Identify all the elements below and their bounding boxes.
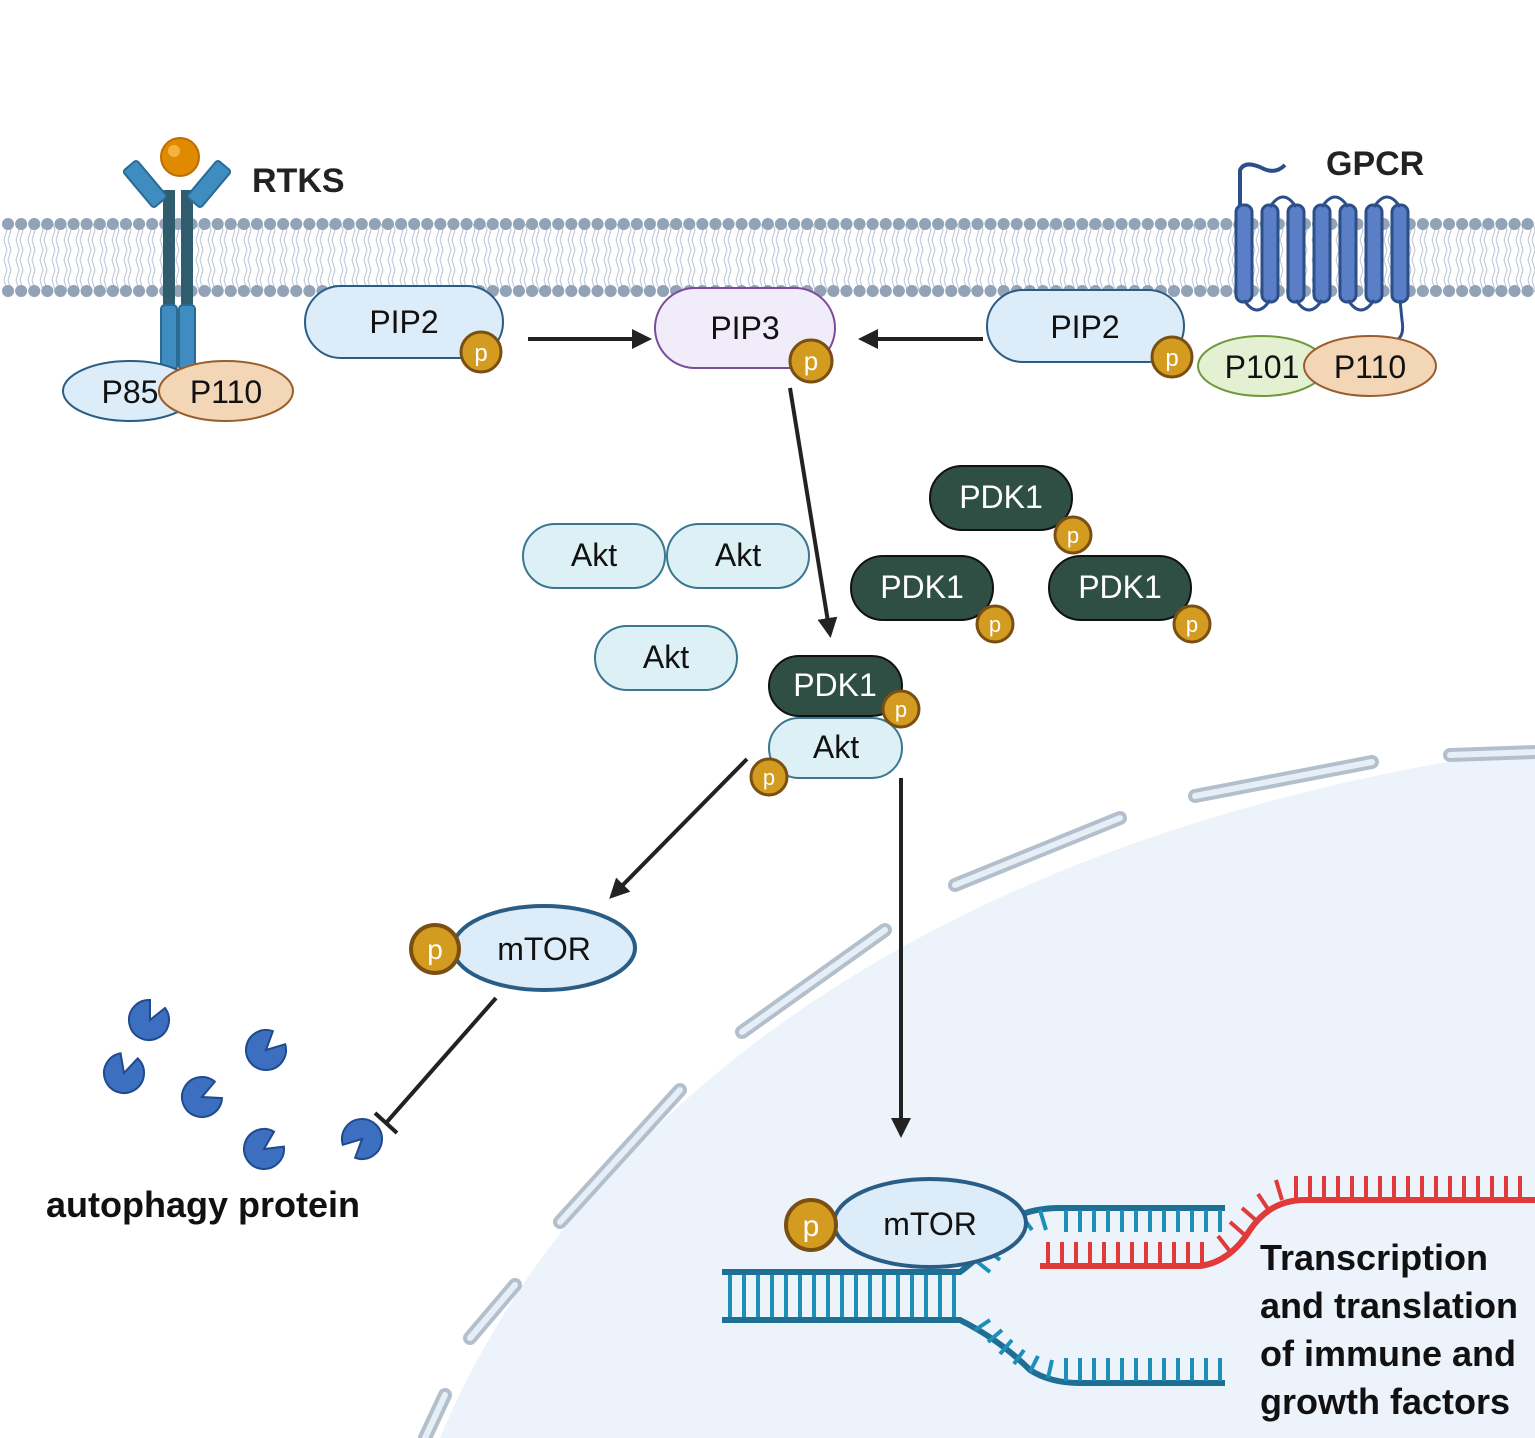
arrow-pip3-to-pdk1 [788,387,838,638]
pip3: PIP3 p [654,287,836,384]
nucleus [418,745,1535,1438]
phospho-badge [881,689,921,729]
mtor-cytoplasm: mTOR p [409,904,637,992]
transcription-line-1: Transcription [1260,1237,1488,1278]
growth-factor-ligand [160,137,200,177]
svg-text:p: p [1067,523,1079,548]
pdk1-free-3: PDK1 p [1048,555,1212,644]
p110-label-right: P110 [1334,349,1406,385]
akt-bound [768,717,903,779]
pdk1-bound [768,655,903,717]
phospho-badge [788,338,834,384]
svg-text:p: p [895,697,907,722]
pip2-right: PIP2 p [986,289,1194,379]
akt-label: Akt [571,537,617,573]
p110-subunit-right [1303,335,1437,397]
phospho-badge [784,1198,838,1252]
p101-label: P101 [1225,349,1300,385]
svg-text:p: p [763,765,775,790]
autophagy-protein-icon [181,1076,224,1118]
pdk1-bound-label: PDK1 [793,667,877,703]
pdk1-label: PDK1 [880,569,964,605]
pip3-label: PIP3 [710,310,779,346]
inhibition-bar [373,1111,399,1135]
autophagy-proteins [103,998,383,1170]
p110-subunit-left [158,360,294,422]
akt-label: Akt [715,537,761,573]
mtor-cytoplasm-label: mTOR [497,931,591,967]
svg-text:p: p [1165,345,1178,372]
svg-text:p: p [427,934,443,965]
autophagy-protein-icon [127,998,170,1041]
inhibition-mtor-to-autophagy [384,996,498,1125]
pi3k-complex-left: P85 P110 [62,360,294,422]
svg-text:p: p [803,1210,820,1243]
nucleus-interior [440,748,1535,1438]
phospho-badge [1053,515,1093,555]
pip2-left: PIP2 p [304,285,504,374]
arrow-akt-to-mtor [609,757,749,899]
pi3k-complex-right: P101 P110 [1197,335,1437,397]
p85-label: P85 [102,374,159,410]
transcription-line-4: growth factors [1260,1381,1510,1422]
phospho-badge [975,604,1015,644]
svg-text:p: p [804,346,818,376]
akt-label: Akt [643,639,689,675]
autophagy-protein-icon [103,1052,145,1094]
svg-text:p: p [474,340,487,367]
mtor-nucleus: mTOR p [784,1177,1028,1269]
arrows [373,329,983,1138]
akt-bound-label: Akt [813,729,859,765]
phospho-badge [459,330,503,374]
autophagy-protein-icon [245,1029,287,1071]
phospho-badge [1150,335,1194,379]
gpcr-receptor [1234,162,1410,347]
gpcr-label: GPCR [1326,145,1424,183]
p110-label-left: P110 [190,374,262,410]
rtk-label: RTKS [252,162,345,200]
phospho-badge [409,923,461,975]
akt-free-2: Akt [666,523,810,589]
rna-strand [1040,1176,1535,1269]
transcription-label: Transcription and translation of immune … [1260,1237,1518,1422]
autophagy-protein-icon [341,1118,383,1160]
pip2-left-label: PIP2 [369,304,438,340]
svg-text:p: p [989,612,1001,637]
autophagy-label: autophagy protein [46,1184,360,1225]
transcription-line-3: of immune and [1260,1333,1516,1374]
pip2-right-label: PIP2 [1050,309,1119,345]
pdk1-akt-complex: Akt PDK1 p p [749,655,921,797]
pdk1-free-1: PDK1 p [929,465,1093,555]
akt-free-3: Akt [594,625,738,691]
transcription-line-2: and translation [1260,1285,1518,1326]
akt-free-1: Akt [522,523,666,589]
pdk1-free-2: PDK1 p [850,555,1015,644]
mtor-nucleus-label: mTOR [883,1206,977,1242]
svg-text:p: p [1186,612,1198,637]
phospho-badge [749,757,789,797]
rtk-receptor [122,137,232,371]
phospho-badge [1172,604,1212,644]
pdk1-label: PDK1 [959,479,1043,515]
pdk1-label: PDK1 [1078,569,1162,605]
autophagy-protein-icon [243,1128,285,1170]
